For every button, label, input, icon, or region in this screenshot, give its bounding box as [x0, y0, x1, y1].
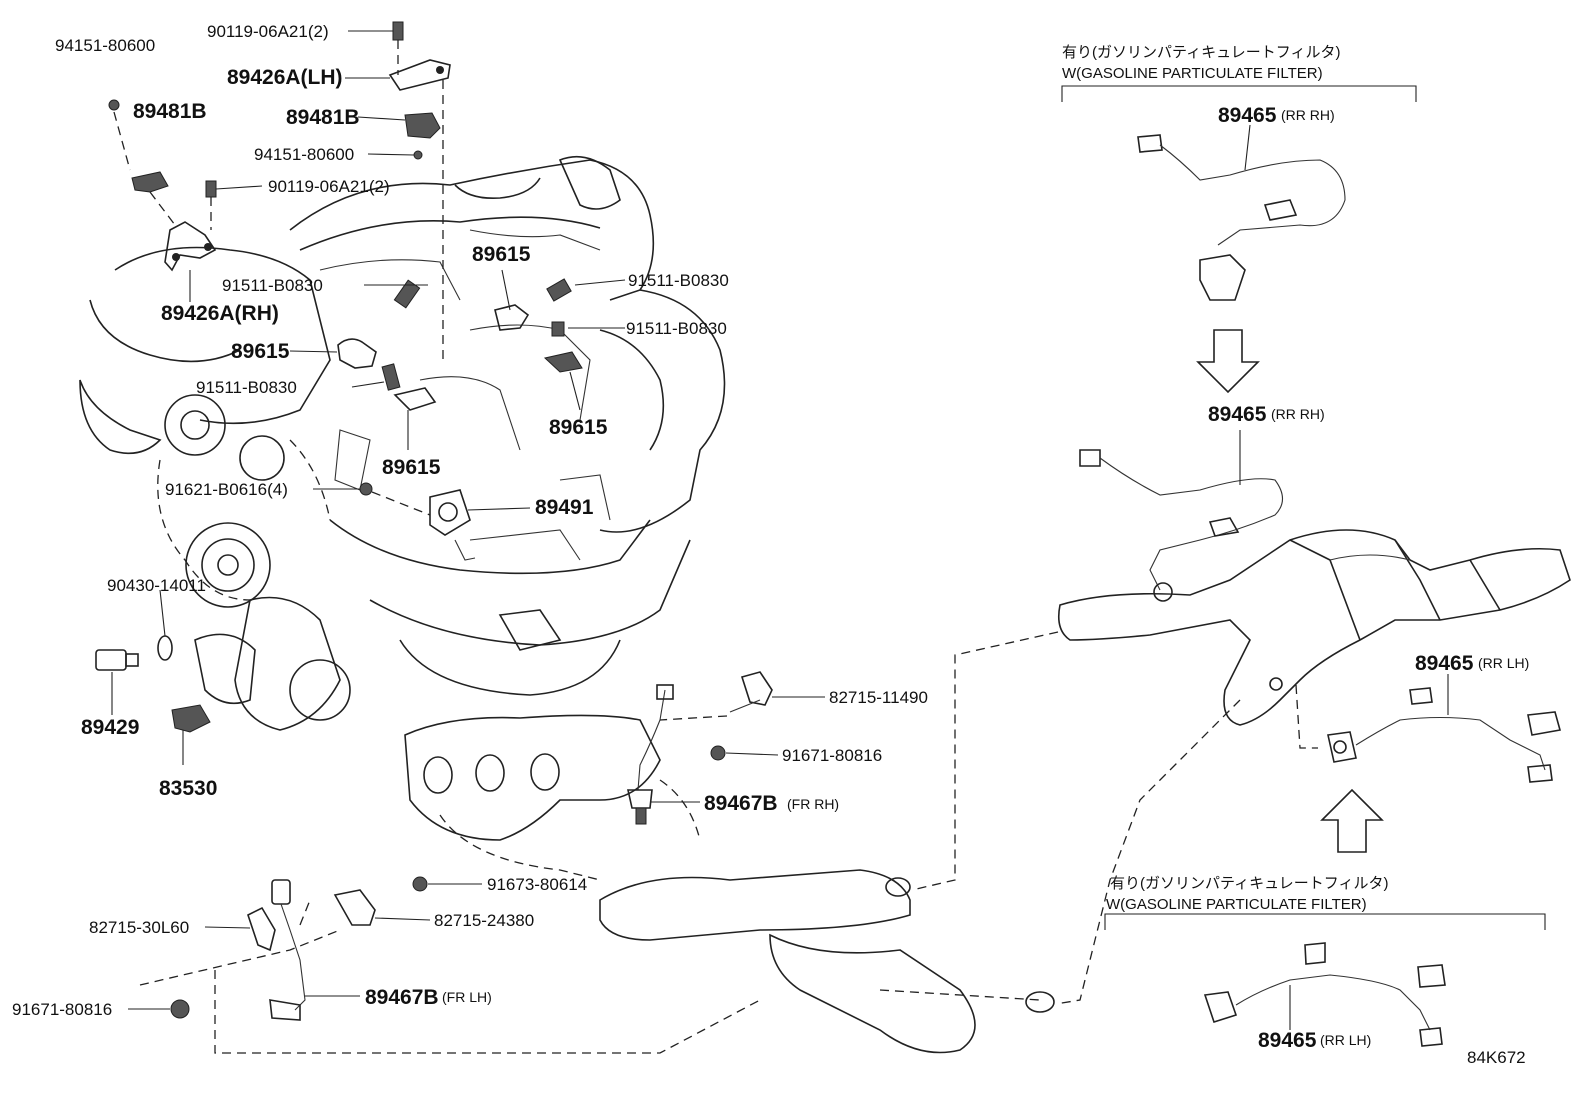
label-89467b-fr-lh[interactable]: 89467B: [365, 986, 439, 1009]
label-89615-b[interactable]: 89615: [231, 340, 290, 363]
label-90430-14011[interactable]: 90430-14011: [107, 576, 206, 595]
label-83530[interactable]: 83530: [159, 777, 217, 800]
oil-pressure-switch: [95, 635, 211, 733]
part-labels: 94151-80600 90119-06A21(2) 89426A(LH) 89…: [12, 22, 1529, 1067]
label-82715-11490[interactable]: 82715-11490: [829, 688, 928, 707]
exhaust-manifold: [404, 671, 1055, 1054]
label-89426a-lh[interactable]: 89426A(LH): [227, 66, 343, 89]
label-82715-30l60[interactable]: 82715-30L60: [89, 918, 189, 937]
fr-lh-sensor: [170, 876, 428, 1021]
label-rr-rh-top: (RR RH): [1281, 107, 1335, 123]
label-94151-80600-b[interactable]: 94151-80600: [254, 145, 354, 164]
label-91511-b0830-b[interactable]: 91511-B0830: [628, 271, 729, 290]
label-89491[interactable]: 89491: [535, 496, 594, 519]
label-89465-top[interactable]: 89465: [1218, 104, 1277, 127]
label-82715-24380[interactable]: 82715-24380: [434, 911, 534, 930]
label-91511-b0830-c[interactable]: 91511-B0830: [626, 319, 727, 338]
label-fr-lh: (FR LH): [442, 989, 492, 1005]
gpf-title-en-bottom: W(GASOLINE PARTICULATE FILTER): [1106, 896, 1367, 913]
vvt-sensors: [337, 278, 583, 411]
label-91673-80614[interactable]: 91673-80614: [487, 875, 587, 894]
label-91671-80816-a[interactable]: 91671-80816: [782, 746, 882, 765]
label-rr-lh-bottom: (RR LH): [1320, 1032, 1371, 1048]
label-89429[interactable]: 89429: [81, 716, 139, 739]
gpf-title-jp-bottom: 有り(ガソリンパティキュレートフィルタ): [1110, 875, 1389, 892]
engine-assembly: [79, 155, 726, 731]
label-91511-b0830-a[interactable]: 91511-B0830: [222, 276, 323, 295]
label-89465-bottom[interactable]: 89465: [1258, 1029, 1317, 1052]
leader-lines: [111, 30, 1449, 1054]
label-91671-80816-b[interactable]: 91671-80816: [12, 1000, 112, 1019]
label-90119-06a21-2-b[interactable]: 90119-06A21(2): [268, 177, 390, 196]
label-89481b-right[interactable]: 89481B: [286, 106, 360, 129]
label-89465-mid[interactable]: 89465: [1208, 403, 1267, 426]
label-91511-b0830-d[interactable]: 91511-B0830: [196, 378, 297, 397]
gpf-section: [911, 85, 1571, 1047]
knock-sensor: [359, 482, 476, 561]
label-91621-b0616-4[interactable]: 91621-B0616(4): [165, 480, 288, 499]
label-90119-06a21-2[interactable]: 90119-06A21(2): [207, 22, 329, 41]
label-89615-a[interactable]: 89615: [472, 243, 531, 266]
label-89426a-rh[interactable]: 89426A(RH): [161, 302, 279, 325]
label-89465-right[interactable]: 89465: [1415, 652, 1474, 675]
gpf-title-en-top: W(GASOLINE PARTICULATE FILTER): [1062, 65, 1323, 82]
label-rr-rh-mid: (RR RH): [1271, 406, 1325, 422]
label-89467b-fr-rh[interactable]: 89467B: [704, 792, 778, 815]
label-89615-c[interactable]: 89615: [549, 416, 608, 439]
label-89481b-left[interactable]: 89481B: [133, 100, 207, 123]
label-rr-lh-right: (RR LH): [1478, 655, 1529, 671]
label-94151-80600[interactable]: 94151-80600: [55, 36, 155, 55]
label-89615-d[interactable]: 89615: [382, 456, 441, 479]
label-fr-rh: (FR RH): [787, 796, 839, 812]
diagram-id: 84K672: [1467, 1048, 1526, 1067]
gpf-title-jp-top: 有り(ガソリンパティキュレートフィルタ): [1062, 44, 1341, 61]
